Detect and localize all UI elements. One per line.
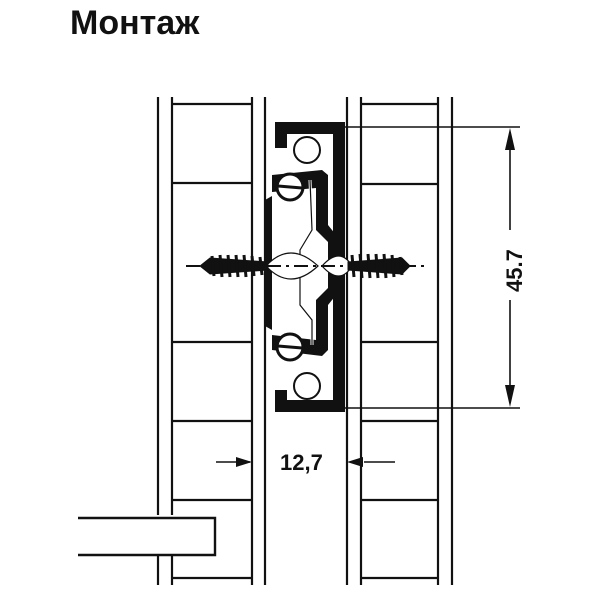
right-drawer-side [345, 97, 454, 585]
ball-bearing-bottom [293, 372, 321, 400]
width-dimension-label: 12,7 [280, 450, 323, 475]
height-dimension [340, 126, 520, 409]
width-dimension [216, 457, 395, 467]
mounting-screws [186, 253, 425, 279]
shelf-board [78, 516, 217, 557]
slide-rail-profile [265, 122, 353, 412]
right-screw [347, 253, 411, 279]
left-wall [156, 97, 267, 585]
height-dimension-label: 45.7 [502, 249, 527, 292]
ball-bearing-top [293, 136, 321, 164]
left-screw [199, 254, 269, 278]
page-title: Монтаж [70, 4, 200, 42]
